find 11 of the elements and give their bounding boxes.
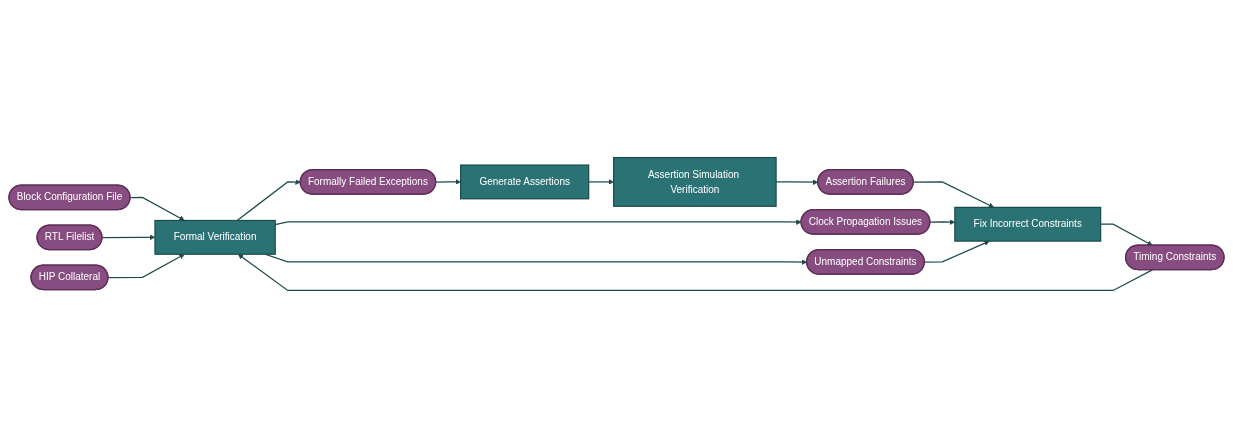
node-box: Formal Verification	[154, 219, 276, 255]
arrow	[588, 179, 614, 185]
node-box: Assertion Simulation Verification	[613, 156, 777, 207]
arrow	[1100, 223, 1153, 246]
node-box: Fix Incorrect Constraints	[954, 206, 1102, 242]
arrow	[107, 253, 185, 279]
arrow	[237, 253, 1154, 292]
node-box: Generate Assertions	[460, 164, 590, 200]
arrow	[129, 196, 185, 221]
arrow	[236, 179, 301, 222]
arrow	[435, 179, 461, 185]
